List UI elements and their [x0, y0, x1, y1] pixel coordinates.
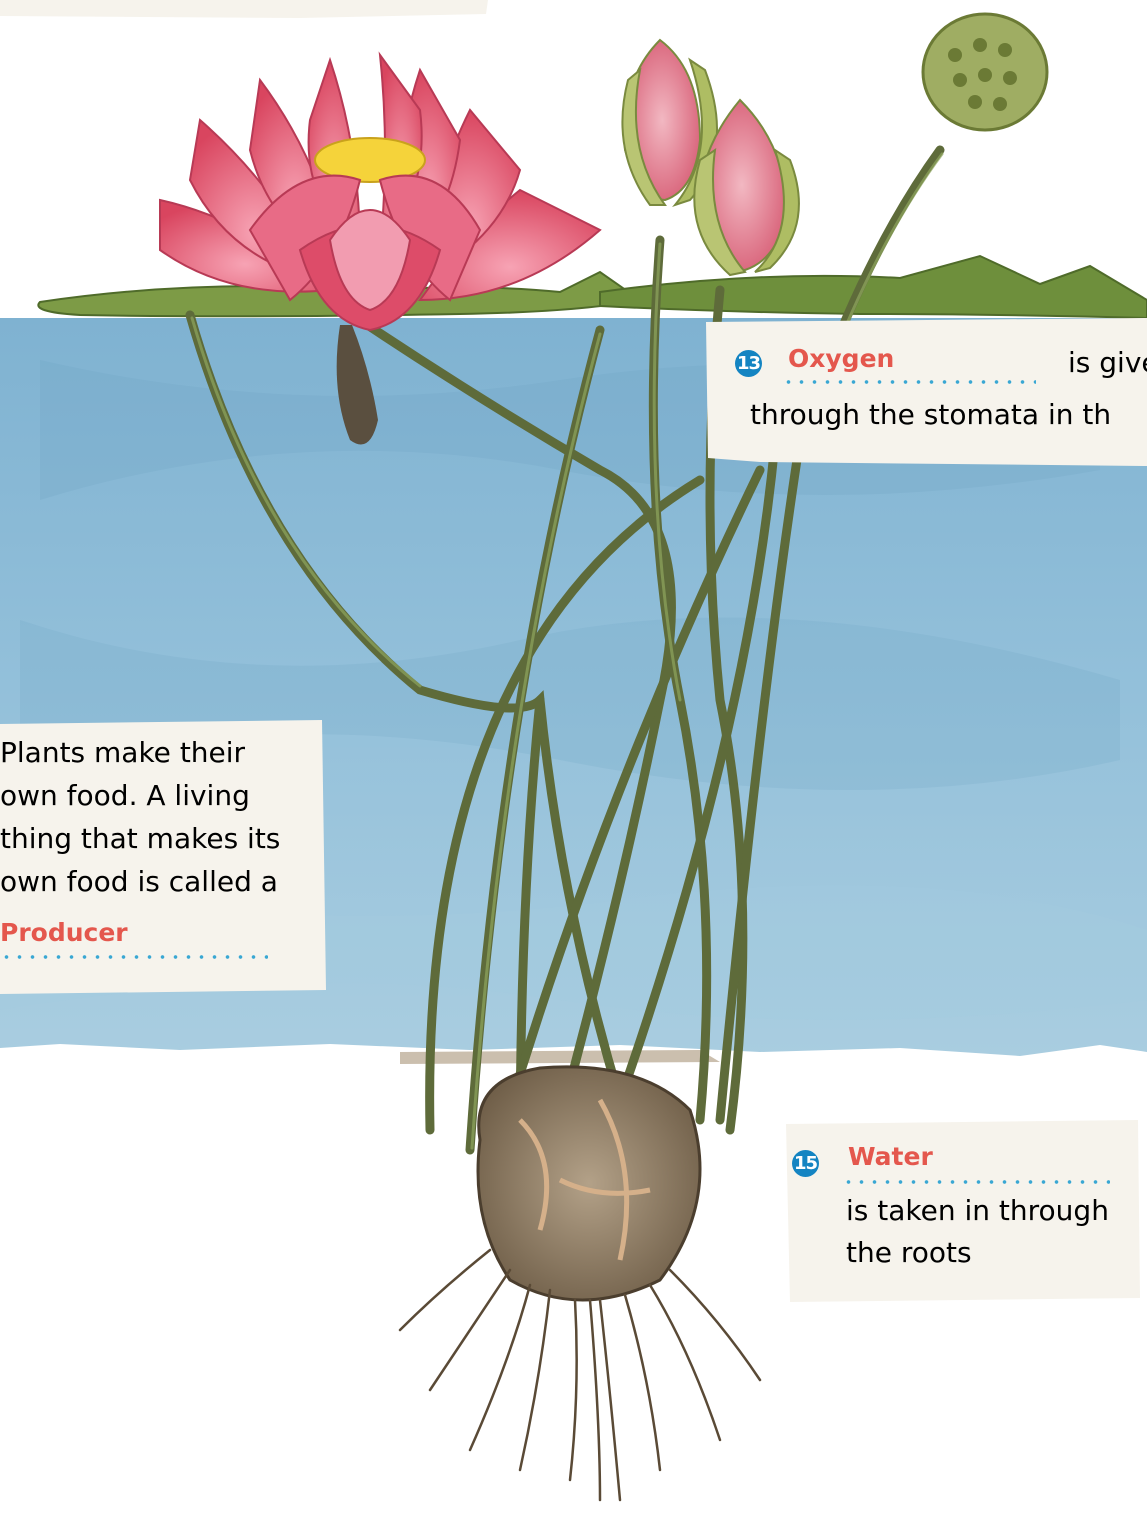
label-text: through the stomata in th: [750, 398, 1111, 431]
answer-oxygen: Oxygen: [788, 344, 894, 373]
oxygen-label-card: [706, 318, 1147, 466]
answer-water: Water: [848, 1142, 933, 1171]
label-text: is give: [1068, 346, 1147, 379]
answer-blank-dots: [0, 955, 268, 959]
answer-blank-dots: [782, 380, 1036, 384]
paper-scrap: [0, 0, 488, 18]
question-number-badge: 13: [735, 350, 762, 377]
label-text: is taken in through: [846, 1194, 1109, 1227]
rhizome: [478, 1067, 700, 1300]
mud-line: [400, 1050, 720, 1064]
label-text: thing that makes its: [0, 822, 280, 855]
label-text: own food is called a: [0, 865, 278, 898]
label-text: the roots: [846, 1236, 972, 1269]
answer-blank-dots: [842, 1180, 1110, 1184]
label-text: Plants make their: [0, 736, 245, 769]
answer-producer: Producer: [0, 918, 128, 947]
question-number-badge: 15: [792, 1150, 819, 1177]
label-text: own food. A living: [0, 779, 250, 812]
seed-pod: [923, 14, 1047, 130]
